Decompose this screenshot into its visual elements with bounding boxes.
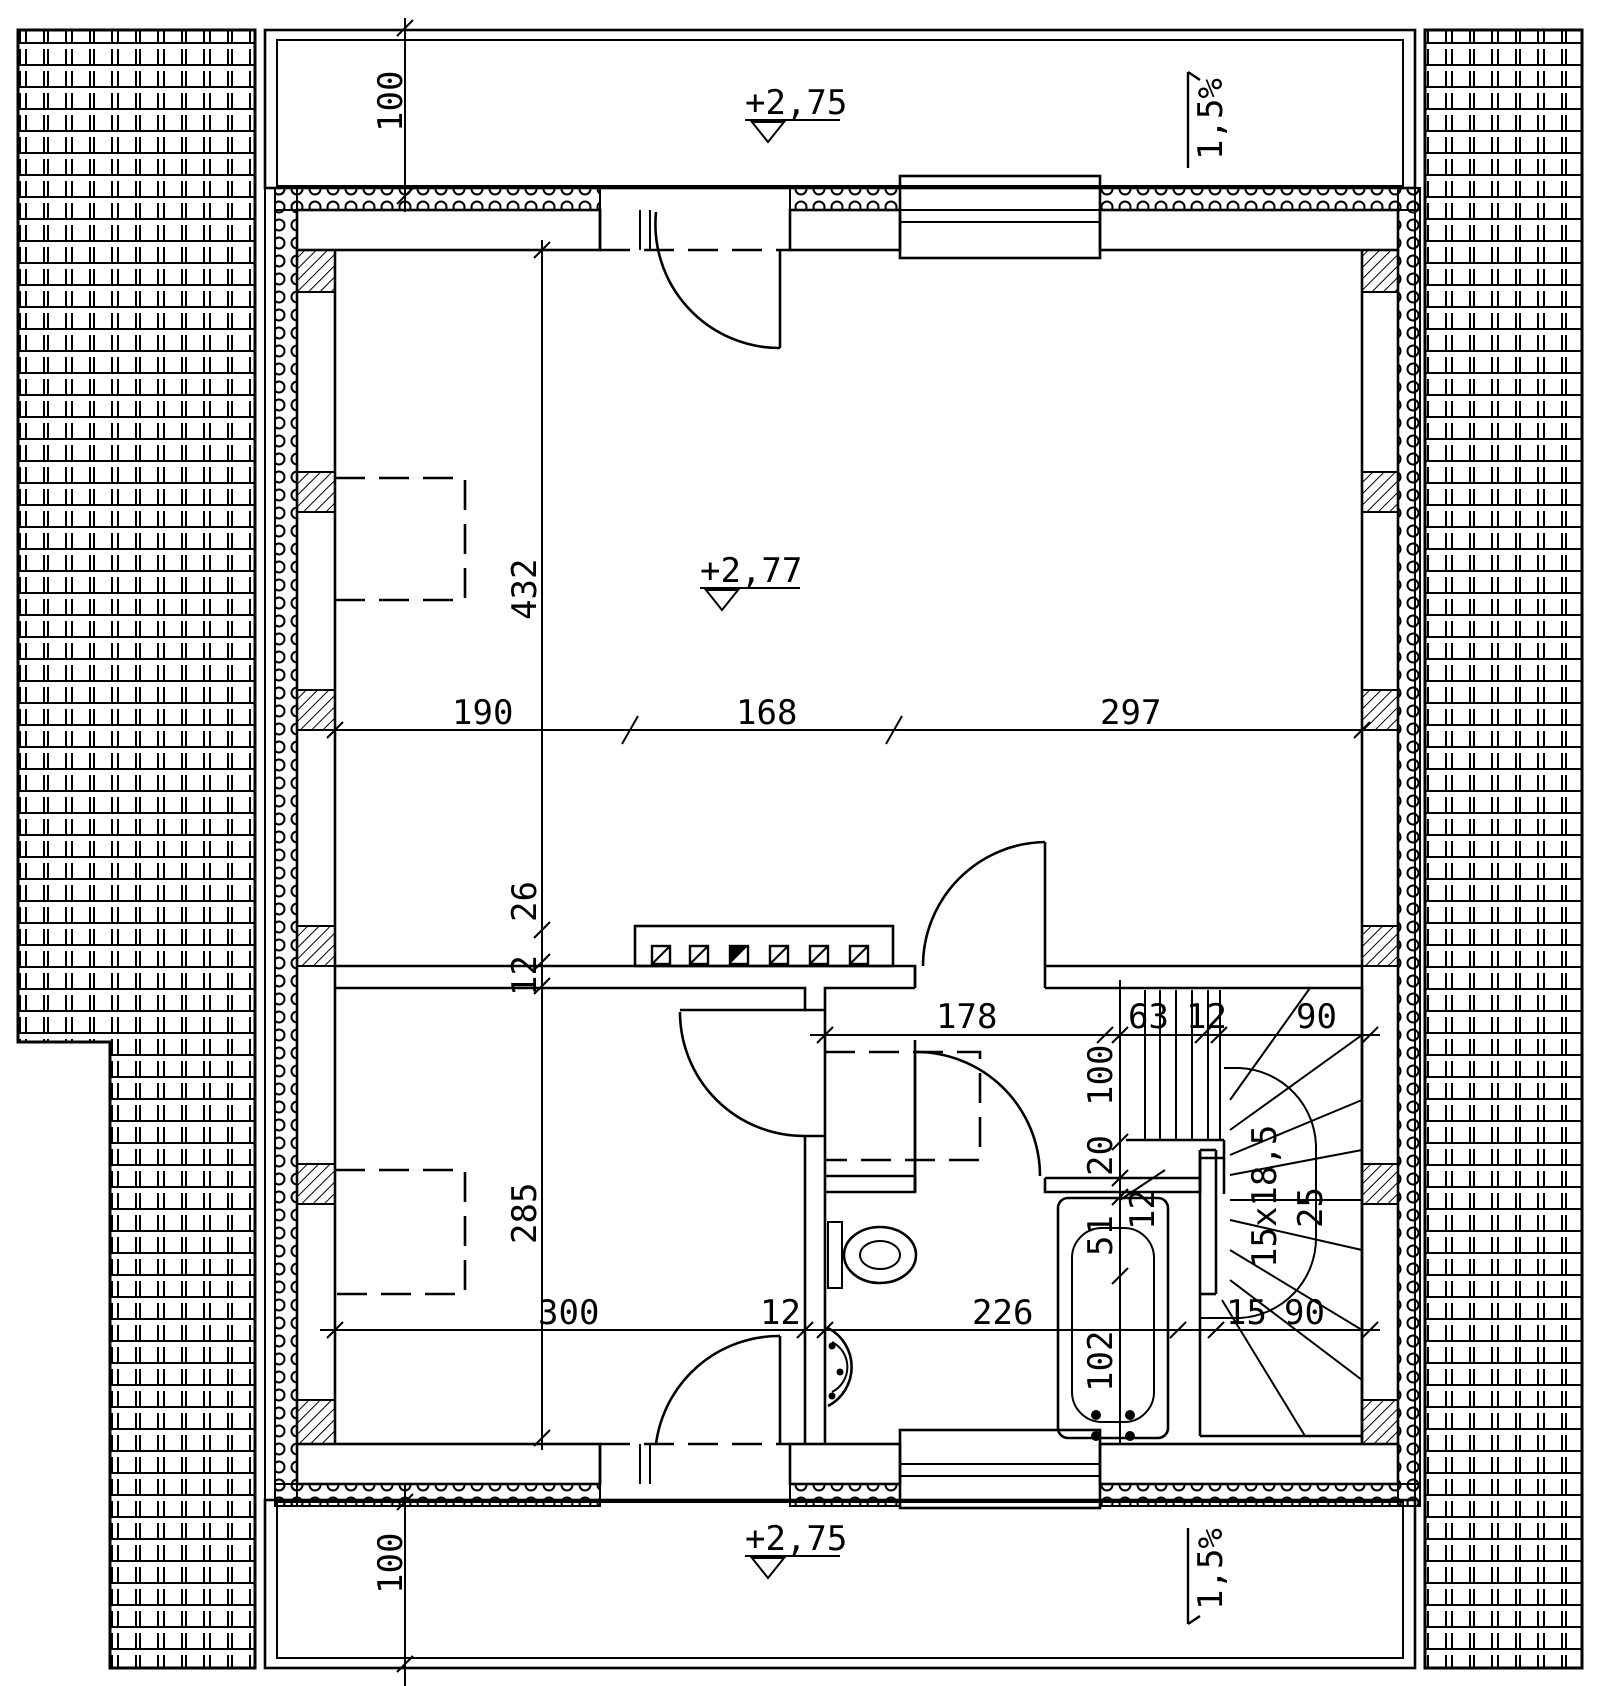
dim-stair-steps: 15x18,5 — [1245, 1125, 1285, 1268]
dim-lower-width-4: 15 — [1226, 1293, 1267, 1333]
window-bottom — [898, 1428, 1102, 1510]
dim-tub-length: 102 — [1081, 1331, 1121, 1392]
dim-stair-90: 90 — [1296, 997, 1337, 1037]
slope-arrow-top: 1,5% — [1186, 71, 1231, 168]
roof-left — [16, 28, 266, 1670]
dimension-texts: 100 100 432 26 12 285 190 168 297 300 12… — [371, 71, 1337, 1594]
dim-lower-room-depth: 285 — [505, 1183, 545, 1244]
dim-lower-width-1: 300 — [538, 1293, 599, 1333]
balcony-door-bottom — [598, 1334, 790, 1484]
chimney-flues — [650, 944, 870, 966]
dim-bath-width: 178 — [936, 997, 997, 1037]
staircase — [1126, 987, 1364, 1444]
roof-window-lower — [335, 1168, 467, 1296]
bathroom-roof-window — [825, 1050, 982, 1162]
dim-stair-12b: 12 — [1123, 1189, 1163, 1230]
slope-label: 1,5% — [1191, 1528, 1231, 1610]
dim-stair-51: 51 — [1081, 1215, 1121, 1256]
toilet — [827, 1221, 918, 1289]
dim-stair-12: 12 — [1186, 997, 1227, 1037]
insulation-layer — [274, 187, 1421, 1507]
dim-upper-width-1: 190 — [452, 693, 513, 733]
dim-lower-width-5: 90 — [1284, 1293, 1325, 1333]
sink — [827, 1326, 853, 1408]
dim-stair-20: 20 — [1081, 1135, 1121, 1176]
slope-label: 1,5% — [1191, 78, 1231, 160]
door-bathroom — [913, 1050, 1042, 1192]
dim-upper-width-3: 297 — [1100, 693, 1161, 733]
roof-right — [1414, 28, 1584, 1670]
dim-balcony-top-depth: 100 — [371, 71, 411, 132]
door-lower-left — [678, 1008, 806, 1138]
bathtub — [1056, 1196, 1170, 1441]
dim-stair-63: 63 — [1128, 997, 1169, 1037]
dim-room-depth: 432 — [505, 559, 545, 620]
level-marker-main-room: +2,77 — [700, 551, 802, 612]
dim-upper-width-2: 168 — [736, 693, 797, 733]
dim-lower-width-2: 12 — [760, 1293, 801, 1333]
dim-wall-26: 26 — [505, 881, 545, 922]
dim-stair-25: 25 — [1291, 1187, 1331, 1228]
dim-balcony-bottom-depth: 100 — [371, 1533, 411, 1594]
dim-stair-100: 100 — [1081, 1045, 1121, 1106]
roof-window-upper — [335, 476, 467, 602]
dimension-lines — [320, 18, 1380, 1686]
level-marker-balcony-bottom: +2,75 — [745, 1519, 847, 1580]
level-label: +2,75 — [745, 83, 847, 123]
window-top — [898, 174, 1102, 260]
level-marker-balcony-top: +2,75 — [745, 83, 847, 144]
dim-lower-width-3: 226 — [972, 1293, 1033, 1333]
level-label: +2,75 — [745, 1519, 847, 1559]
dim-wall-12: 12 — [505, 955, 545, 996]
balcony-door-top — [598, 210, 790, 350]
level-label: +2,77 — [700, 551, 802, 591]
hatched-columns — [296, 249, 1399, 1445]
door-hall — [921, 840, 1047, 967]
slope-arrow-bottom: 1,5% — [1186, 1528, 1231, 1625]
